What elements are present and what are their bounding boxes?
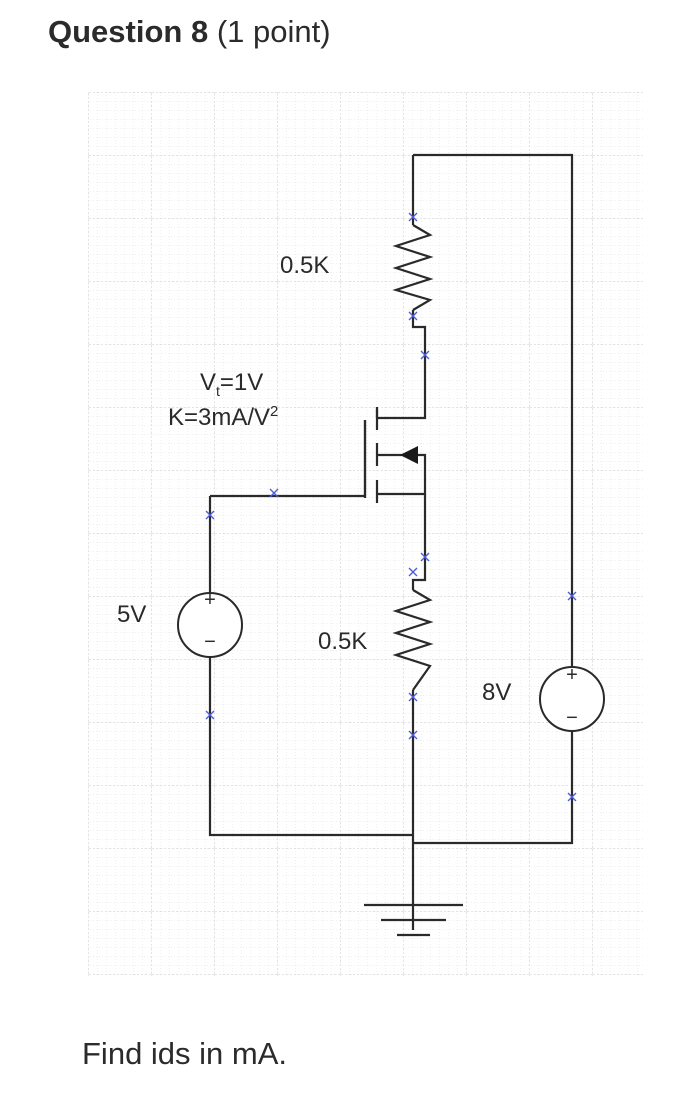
mosfet xyxy=(363,407,418,503)
ground-symbol xyxy=(364,903,463,937)
question-number: Question 8 xyxy=(48,14,209,49)
label-k-parameter: K=3mA/V2 xyxy=(168,403,278,431)
voltage-source-8v: + − xyxy=(539,664,605,732)
label-drain-source: 8V xyxy=(482,679,511,706)
source-8v-plus: + xyxy=(566,664,578,686)
source-5v-minus: − xyxy=(204,631,216,653)
voltage-source-5v: + − xyxy=(177,589,243,658)
question-points: (1 point) xyxy=(216,14,331,49)
resistor-source xyxy=(392,589,434,691)
source-5v-plus: + xyxy=(204,589,216,611)
mosfet-arrow xyxy=(400,446,418,464)
question-prompt: Find ids in mA. xyxy=(82,1036,288,1071)
source-8v-minus: − xyxy=(566,707,578,729)
label-gate-source: 5V xyxy=(117,601,146,628)
label-threshold-voltage: Vt=1V xyxy=(200,369,263,399)
node-markers xyxy=(205,212,577,802)
resistor-drain xyxy=(392,224,434,311)
label-source-resistor: 0.5K xyxy=(318,628,367,655)
label-drain-resistor: 0.5K xyxy=(280,252,329,279)
question-title: Question 8 (1 point) xyxy=(48,14,331,50)
circuit-diagram: + − + − 0.5K 0.5K Vt=1V K=3mA/V2 5V 8V xyxy=(88,92,644,976)
grid-background xyxy=(88,92,644,976)
